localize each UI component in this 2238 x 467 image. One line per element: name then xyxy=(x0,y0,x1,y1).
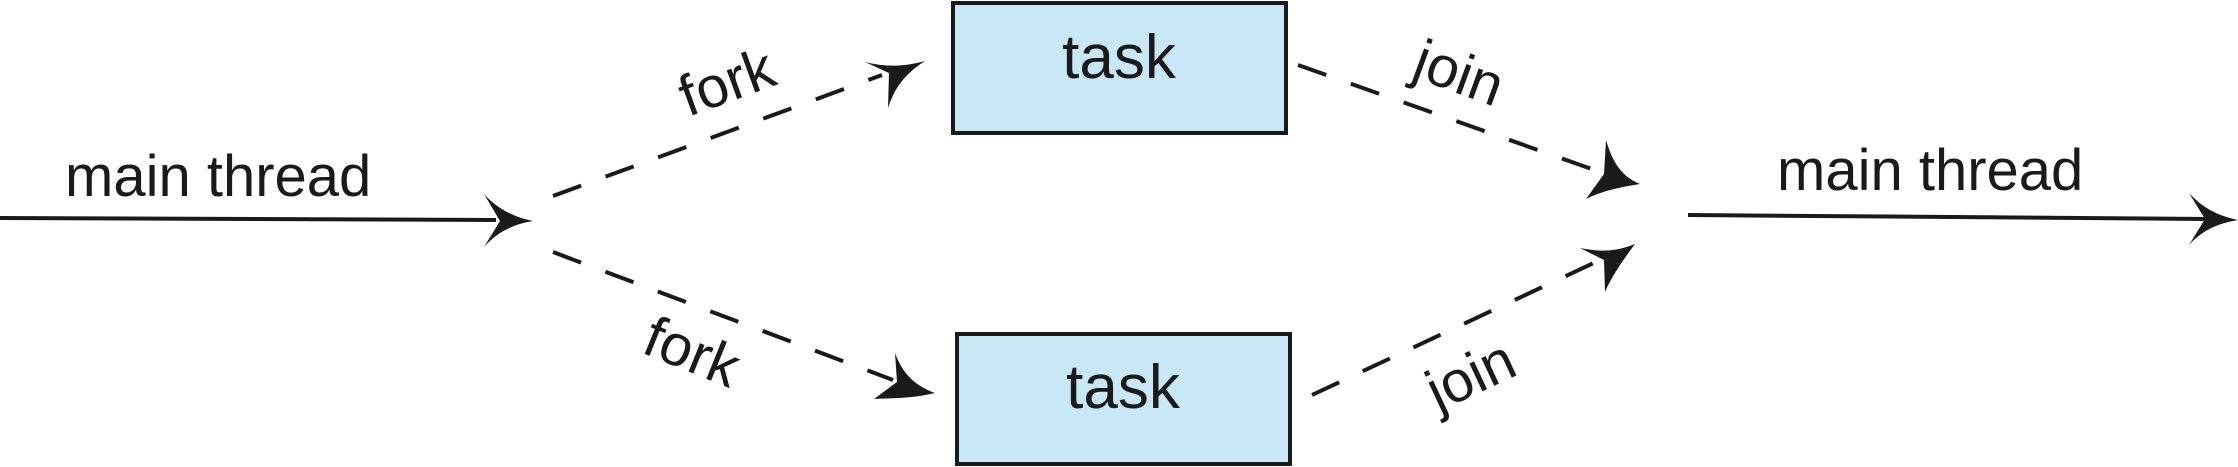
main-thread-in-label: main thread xyxy=(65,144,371,209)
task-bottom-label: task xyxy=(1066,353,1181,422)
fork-bottom-arrowhead xyxy=(874,353,935,399)
main-thread-out-line xyxy=(1687,213,2209,221)
join-top-arrowhead xyxy=(1586,140,1640,199)
fork-top-label: fork xyxy=(670,35,784,129)
main-thread-in-line xyxy=(0,216,497,222)
fork-top-line xyxy=(552,73,883,198)
join-top-label: join xyxy=(1404,26,1513,119)
task-top-box xyxy=(951,1,1288,135)
fork-bottom-line xyxy=(552,250,894,382)
task-bottom-box xyxy=(955,332,1292,466)
task-top-label: task xyxy=(1062,23,1177,92)
fork-top-arrowhead xyxy=(865,61,925,108)
main-thread-out-arrowhead xyxy=(2189,193,2238,245)
join-bottom-arrowhead xyxy=(1580,244,1635,292)
main-thread-out-label: main thread xyxy=(1777,138,2083,203)
main-thread-in-arrowhead xyxy=(484,194,533,247)
